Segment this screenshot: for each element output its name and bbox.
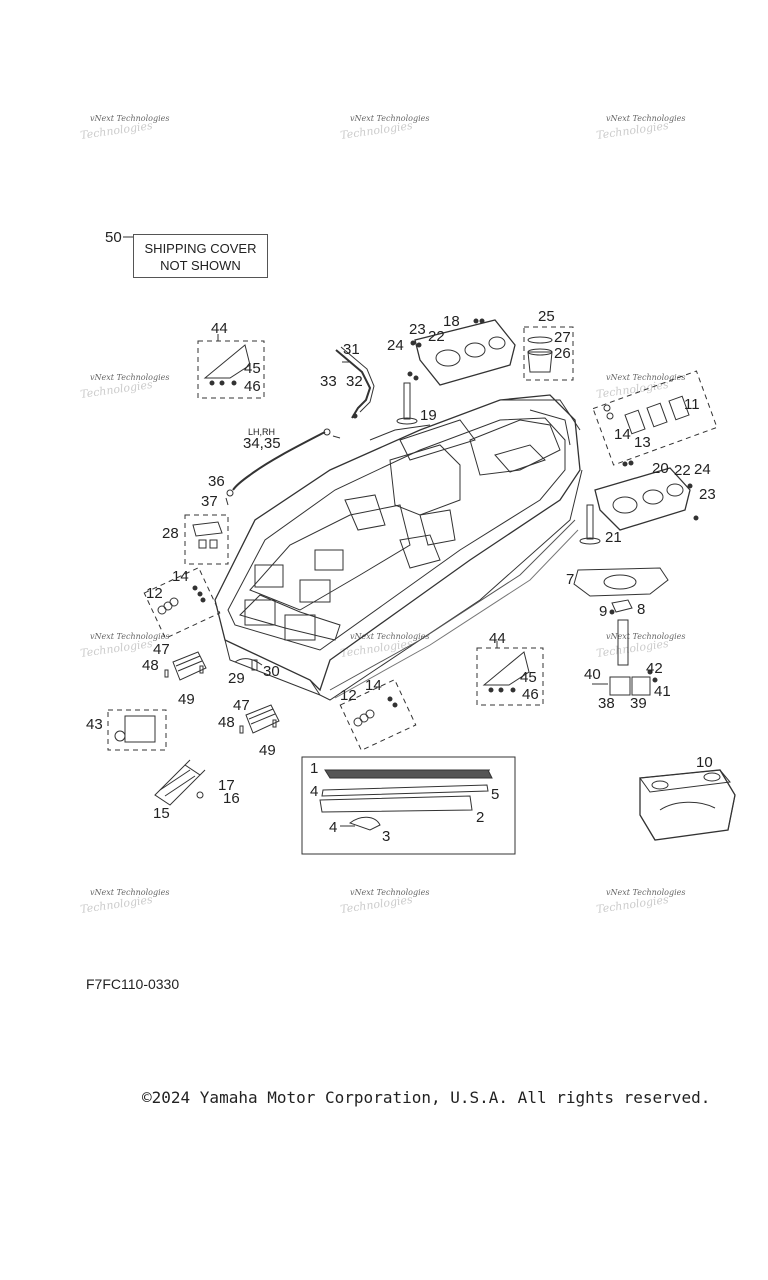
shipping-cover-note: SHIPPING COVER NOT SHOWN [133,234,268,278]
diagram-reference-code: F7FC110-0330 [86,976,180,992]
callout-4: 4 [310,783,318,800]
callout-45: 45 [520,669,537,686]
callout-49: 49 [259,742,276,759]
callout-22: 22 [428,328,445,345]
vent-part [203,344,251,379]
callout-37: 37 [201,493,218,510]
callout-labels: 50 44 45 46 31 33 32 23 24 22 18 25 27 2… [86,229,716,845]
shipping-note-line1: SHIPPING COVER [144,241,257,256]
callout-29: 29 [228,670,245,687]
callout-1: 1 [310,760,318,777]
callout-47: 47 [233,697,250,714]
callout-44: 44 [489,630,506,647]
callout-20: 20 [652,460,669,477]
callout-2: 2 [476,809,484,826]
callout-27: 27 [554,329,571,346]
callout-46: 46 [522,686,539,703]
callout-16: 16 [223,790,240,807]
shipping-note-line2: NOT SHOWN [160,258,241,273]
callout-45: 45 [244,360,261,377]
callout-4: 4 [329,819,337,836]
callout-32: 32 [346,373,363,390]
callout-12: 12 [340,687,357,704]
callout-30: 30 [263,663,280,680]
callout-12: 12 [146,585,163,602]
callout-28: 28 [162,525,179,542]
callout-43: 43 [86,716,103,733]
callout-10: 10 [696,754,713,771]
callout-34-35: 34,35 [243,435,281,452]
callout-13: 13 [634,434,651,451]
boat-hull [214,394,583,701]
callout-48: 48 [218,714,235,731]
callout-38: 38 [598,695,615,712]
callout-14: 14 [365,677,382,694]
callout-47: 47 [153,641,170,658]
callout-46: 46 [244,378,261,395]
callout-14: 14 [614,426,631,443]
callout-14: 14 [172,568,189,585]
cup-holder-tray-18 [414,319,516,386]
callout-48: 48 [142,657,159,674]
callout-8: 8 [637,601,645,618]
callout-44: 44 [211,320,228,337]
callout-11: 11 [684,396,700,413]
callout-24: 24 [694,461,711,478]
callout-22: 22 [674,462,691,479]
callout-25: 25 [538,308,555,325]
callout-39: 39 [630,695,647,712]
boarding-ladder [154,759,206,806]
callout-3: 3 [382,828,390,845]
callout-21: 21 [605,529,622,546]
callout-24: 24 [387,337,404,354]
callout-9: 9 [599,603,607,620]
callout-17: 17 [218,777,235,794]
callout-23: 23 [699,486,716,503]
callout-15: 15 [153,805,170,822]
callout-5: 5 [491,786,499,803]
callout-42: 42 [646,660,663,677]
callout-7: 7 [566,571,574,588]
side-note: LH,RH [248,427,275,437]
callout-33: 33 [320,373,337,390]
copyright-notice: ©2024 Yamaha Motor Corporation, U.S.A. A… [142,1088,711,1107]
callout-23: 23 [409,321,426,338]
callout-18: 18 [443,313,460,330]
callout-26: 26 [554,345,571,362]
callout-36: 36 [208,473,225,490]
callout-41: 41 [654,683,671,700]
callout-40: 40 [584,666,601,683]
cooler [639,769,736,841]
cup-holder-tray-20 [594,467,691,531]
callout-31: 31 [343,341,360,358]
callout-50: 50 [105,229,122,246]
callout-19: 19 [420,407,437,424]
callout-49: 49 [178,691,195,708]
